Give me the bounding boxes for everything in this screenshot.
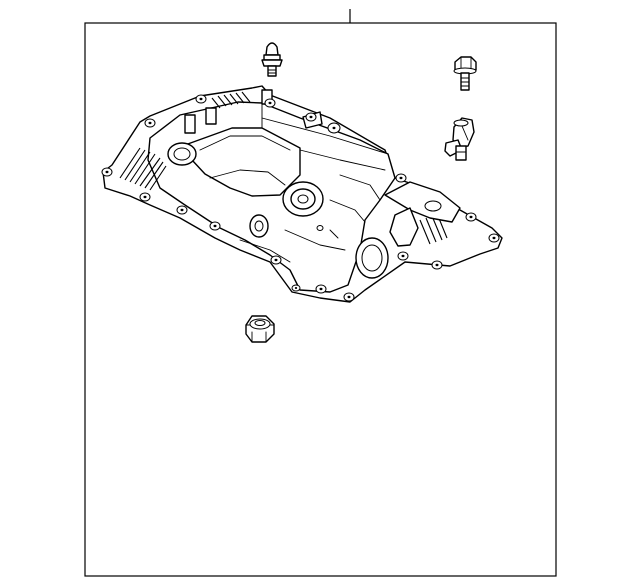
sensor-part[interactable]	[444, 117, 475, 161]
bolt-part[interactable]	[453, 56, 477, 91]
right-rib-hatch	[419, 215, 448, 245]
nut-part[interactable]	[245, 315, 275, 343]
flange-bolt-holes	[101, 94, 500, 302]
stud-pin-part[interactable]	[261, 42, 283, 77]
rib-hatch	[119, 147, 167, 191]
diagram-frame	[84, 22, 557, 577]
valve-cover-assembly[interactable]	[101, 85, 503, 303]
top-rib-hatch	[211, 91, 251, 109]
